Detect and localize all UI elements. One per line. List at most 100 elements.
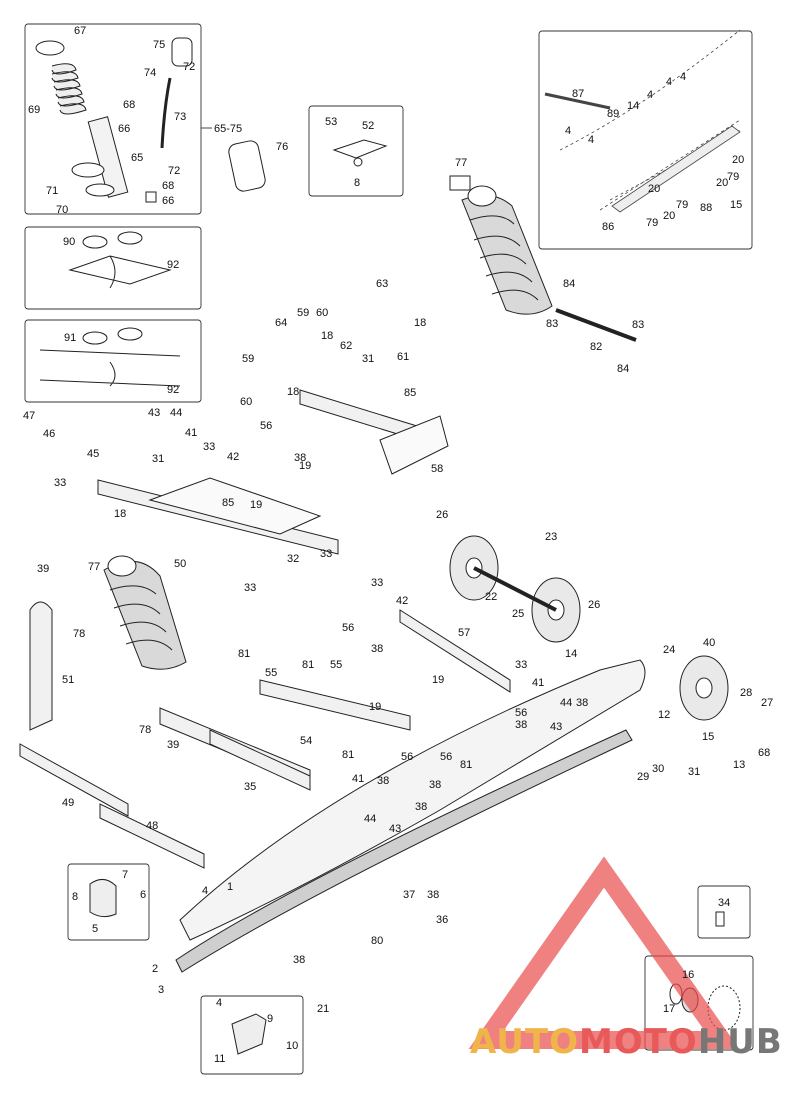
callout-77-2: 77 [88, 561, 100, 573]
callout-42: 42 [227, 451, 239, 463]
callout-52: 52 [362, 120, 374, 132]
callout-59: 59 [242, 353, 254, 365]
callout-43-2: 43 [389, 823, 401, 835]
rail-top-inset-art [544, 29, 741, 213]
callout-18-4: 18 [414, 317, 426, 329]
callout-38-3: 38 [415, 801, 427, 813]
callout-2: 2 [152, 963, 158, 975]
shock-absorber-inset [35, 37, 266, 203]
callout-78: 78 [73, 628, 85, 640]
callout-15: 15 [702, 731, 714, 743]
callout-81-3: 81 [342, 749, 354, 761]
callout-7: 7 [122, 869, 128, 881]
callout-37: 37 [403, 889, 415, 901]
callout-31-2: 31 [362, 353, 374, 365]
callout-20-2: 20 [716, 177, 728, 189]
callout-42-2: 42 [396, 595, 408, 607]
callout-79: 79 [727, 171, 739, 183]
callout-70: 70 [56, 204, 68, 216]
callout-33-2: 33 [203, 441, 215, 453]
callout-51: 51 [62, 674, 74, 686]
callout-4-3: 4 [565, 125, 571, 137]
callout-53: 53 [325, 116, 337, 128]
callout-38-4: 38 [515, 719, 527, 731]
callout-44-2: 44 [364, 813, 376, 825]
watermark-part2: MOTO [578, 1022, 698, 1062]
callout-76: 76 [276, 141, 288, 153]
callout-4-4: 4 [588, 134, 594, 146]
callout-31: 31 [152, 453, 164, 465]
callout-68: 68 [123, 99, 135, 111]
callout-67: 67 [74, 25, 86, 37]
callout-87: 87 [572, 88, 584, 100]
callout-15-2: 15 [730, 199, 742, 211]
callout-66: 66 [118, 123, 130, 135]
callout-75: 75 [153, 39, 165, 51]
callout-59-2: 59 [297, 307, 309, 319]
callout-38-7: 38 [293, 954, 305, 966]
callout-19-4: 19 [432, 674, 444, 686]
callout-34: 34 [718, 897, 730, 909]
callout-31-3: 31 [688, 766, 700, 778]
callout-74: 74 [144, 67, 156, 79]
callout-16: 16 [682, 969, 694, 981]
watermark-logo-mark [468, 856, 740, 1049]
callout-20: 20 [732, 154, 744, 166]
callout-81-2: 81 [302, 659, 314, 671]
callout-5: 5 [92, 923, 98, 935]
callout-79-3: 79 [646, 217, 658, 229]
callout-72-2: 72 [168, 165, 180, 177]
callout-35: 35 [244, 781, 256, 793]
callout-78-2: 78 [139, 724, 151, 736]
callout-14: 14 [565, 648, 577, 660]
inset-box-rail-top [538, 30, 753, 250]
inset-box-bracket-bottom [200, 995, 304, 1075]
callout-38-5: 38 [377, 775, 389, 787]
callout-55-2: 55 [330, 659, 342, 671]
callout-41-3: 41 [532, 677, 544, 689]
callout-71: 71 [46, 185, 58, 197]
callout-19-2: 19 [250, 499, 262, 511]
callout-56-4: 56 [440, 751, 452, 763]
front-shock-absorber [103, 555, 187, 670]
callout-77: 77 [455, 157, 467, 169]
callout-41-2: 41 [352, 773, 364, 785]
callout-60: 60 [240, 396, 252, 408]
callout-3: 3 [158, 984, 164, 996]
callout-50: 50 [174, 558, 186, 570]
callout-40: 40 [703, 637, 715, 649]
callout-54: 54 [300, 735, 312, 747]
idler-wheels [449, 535, 729, 721]
callout-25: 25 [512, 608, 524, 620]
callout-72: 72 [183, 61, 195, 73]
callout-18: 18 [114, 508, 126, 520]
callout-20-3: 20 [663, 210, 675, 222]
callout-57: 57 [458, 627, 470, 639]
watermark-logo-text: AUTOMOTOHUB [470, 1022, 800, 1072]
callout-26-2: 26 [588, 599, 600, 611]
callout-20-4: 20 [648, 183, 660, 195]
callout-4: 4 [202, 885, 208, 897]
callout-68-2: 68 [162, 180, 174, 192]
callout-63: 63 [376, 278, 388, 290]
callout-1: 1 [227, 881, 233, 893]
callout-4-6: 4 [680, 71, 686, 83]
callout-46: 46 [43, 428, 55, 440]
callout-91: 91 [64, 332, 76, 344]
callout-30: 30 [652, 763, 664, 775]
callout-43-3: 43 [550, 721, 562, 733]
callout-84-2: 84 [617, 363, 629, 375]
callout-83: 83 [546, 318, 558, 330]
callout-10: 10 [286, 1040, 298, 1052]
callout-39-2: 39 [167, 739, 179, 751]
callout-33-4: 33 [244, 582, 256, 594]
callout-69: 69 [28, 104, 40, 116]
callout-88: 88 [700, 202, 712, 214]
callout-33-5: 33 [371, 577, 383, 589]
callout-82: 82 [590, 341, 602, 353]
inset-box-bracket [308, 105, 404, 197]
callout-84: 84 [563, 278, 575, 290]
callout-56: 56 [260, 420, 272, 432]
watermark-part3: HUB [697, 1022, 783, 1062]
